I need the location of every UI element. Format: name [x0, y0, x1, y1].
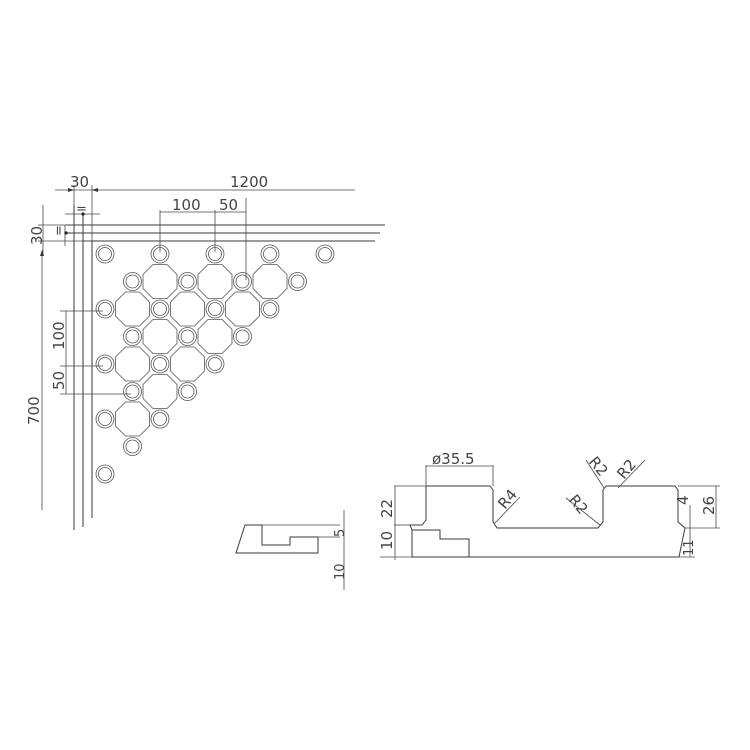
svg-text:R2: R2	[613, 456, 640, 483]
dim-hole-spacing-left: 100 50	[50, 310, 131, 395]
dim-border-vertical: 30	[28, 205, 92, 255]
svg-text:R4: R4	[494, 486, 521, 513]
svg-text:=: =	[52, 225, 67, 236]
svg-text:10: 10	[333, 563, 348, 580]
dim-1200-label: 1200	[230, 173, 268, 191]
dim-diameter-label: ø35.5	[432, 450, 475, 468]
svg-text:R2: R2	[585, 453, 612, 480]
dim-50-left-label: 50	[50, 371, 68, 390]
svg-text:26: 26	[700, 496, 718, 515]
svg-text:22: 22	[378, 499, 396, 518]
frame-lines	[66, 205, 385, 530]
edge-profile	[235, 524, 319, 554]
dim-30-horizontal-label: 30	[70, 173, 89, 191]
dim-100-left-label: 100	[50, 321, 68, 350]
section-view: 5 10 ø35.5 R4 R2 R2 R2 22 10 26	[235, 450, 720, 590]
dim-30-vertical-label: 30	[28, 226, 46, 245]
equal-marks: = =	[52, 202, 100, 246]
dim-hole-spacing-top: 100 50	[159, 196, 247, 280]
svg-text:11: 11	[682, 539, 697, 556]
svg-text:=: =	[76, 202, 87, 217]
svg-text:R2: R2	[565, 491, 592, 518]
svg-text:4: 4	[674, 495, 692, 505]
svg-text:5: 5	[333, 529, 348, 537]
dim-700-label: 700	[25, 396, 43, 425]
dim-100-top-label: 100	[172, 196, 201, 214]
main-profile	[409, 485, 686, 558]
dim-overall-height: 700	[25, 250, 44, 510]
plan-view: 1200 30 = = 30 700	[25, 173, 385, 530]
hole-pattern	[95, 244, 335, 484]
dim-overall-width: 1200 30	[55, 173, 355, 241]
dim-50-top-label: 50	[219, 196, 238, 214]
svg-text:10: 10	[378, 531, 396, 550]
